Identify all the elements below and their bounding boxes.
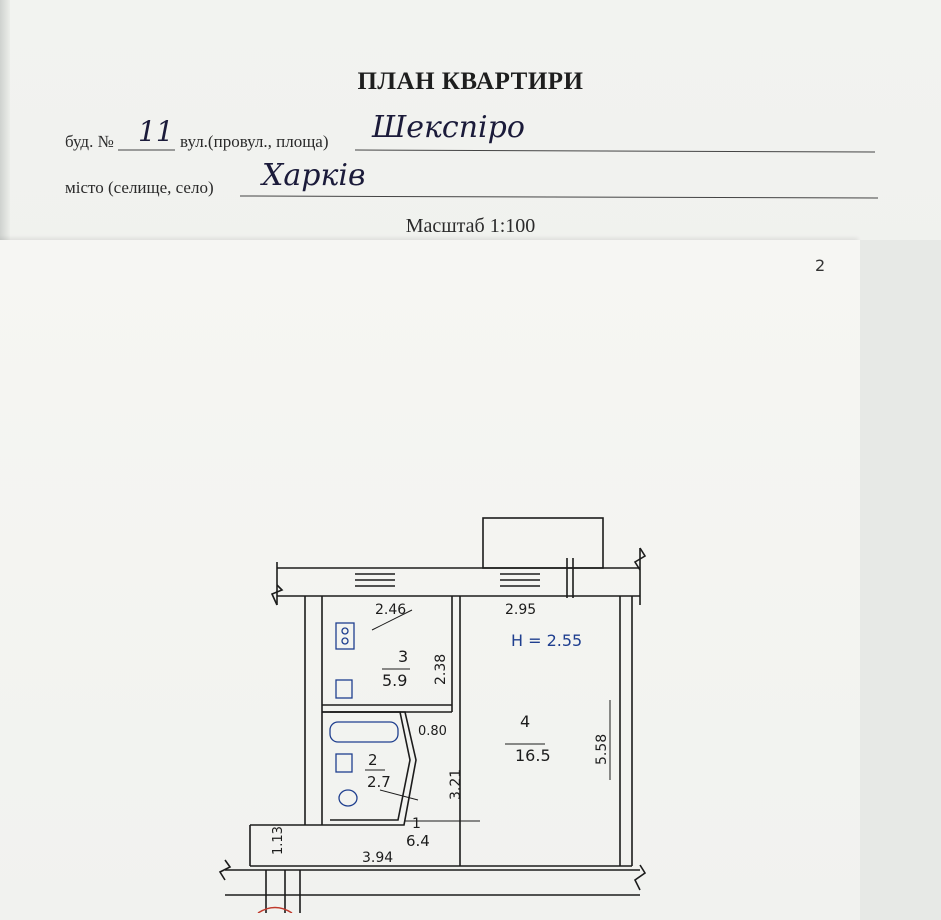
room-1-number: 1 <box>412 816 421 832</box>
room-2-area: 2.7 <box>367 773 391 791</box>
lower-sheet <box>0 240 860 920</box>
dim-room3-depth: 2.38 <box>433 654 449 685</box>
dimension-ticks <box>365 609 611 822</box>
room-1-area: 6.4 <box>406 832 430 850</box>
dim-bath-width: 0.80 <box>418 724 447 739</box>
building-number: 11 <box>138 115 174 148</box>
form-underlines <box>118 149 879 199</box>
stove-icon <box>335 622 355 650</box>
city-name: Харків <box>262 158 366 193</box>
dim-room4-width: 2.95 <box>505 602 536 618</box>
scale-label: Масштаб 1:100 <box>405 215 536 237</box>
balcony <box>482 517 604 569</box>
kitchen-sink-icon <box>335 679 353 699</box>
stamp-fragment <box>257 906 293 913</box>
bathtub-icon <box>329 721 399 743</box>
dim-room4-depth: 5.58 <box>594 734 610 765</box>
page-number: 2 <box>815 256 826 275</box>
document-title: ПЛАН КВАРТИРИ <box>357 68 584 95</box>
room-3-number: 3 <box>398 647 408 666</box>
plan-walls <box>218 517 647 913</box>
city-label: місто (селище, село) <box>65 178 214 197</box>
room-4-number: 4 <box>520 712 530 731</box>
toilet-icon <box>338 789 358 807</box>
room-3-area: 5.9 <box>382 671 407 690</box>
street-name: Шекспіро <box>372 110 525 145</box>
dim-entry-width: 1.13 <box>271 826 286 855</box>
building-label: буд. № <box>65 132 114 151</box>
room-4-area: 16.5 <box>515 746 551 765</box>
plumbing-fixtures <box>329 622 399 807</box>
dim-room3-width: 2.46 <box>375 602 406 618</box>
room-2-number: 2 <box>368 751 378 769</box>
street-label: вул.(провул., площа) <box>180 132 329 151</box>
dim-hall-depth: 3.21 <box>448 769 464 800</box>
dim-hall-width: 3.94 <box>362 850 393 866</box>
ceiling-height: H = 2.55 <box>511 631 582 650</box>
right-background-strip <box>860 240 941 920</box>
washbasin-icon <box>335 753 353 773</box>
